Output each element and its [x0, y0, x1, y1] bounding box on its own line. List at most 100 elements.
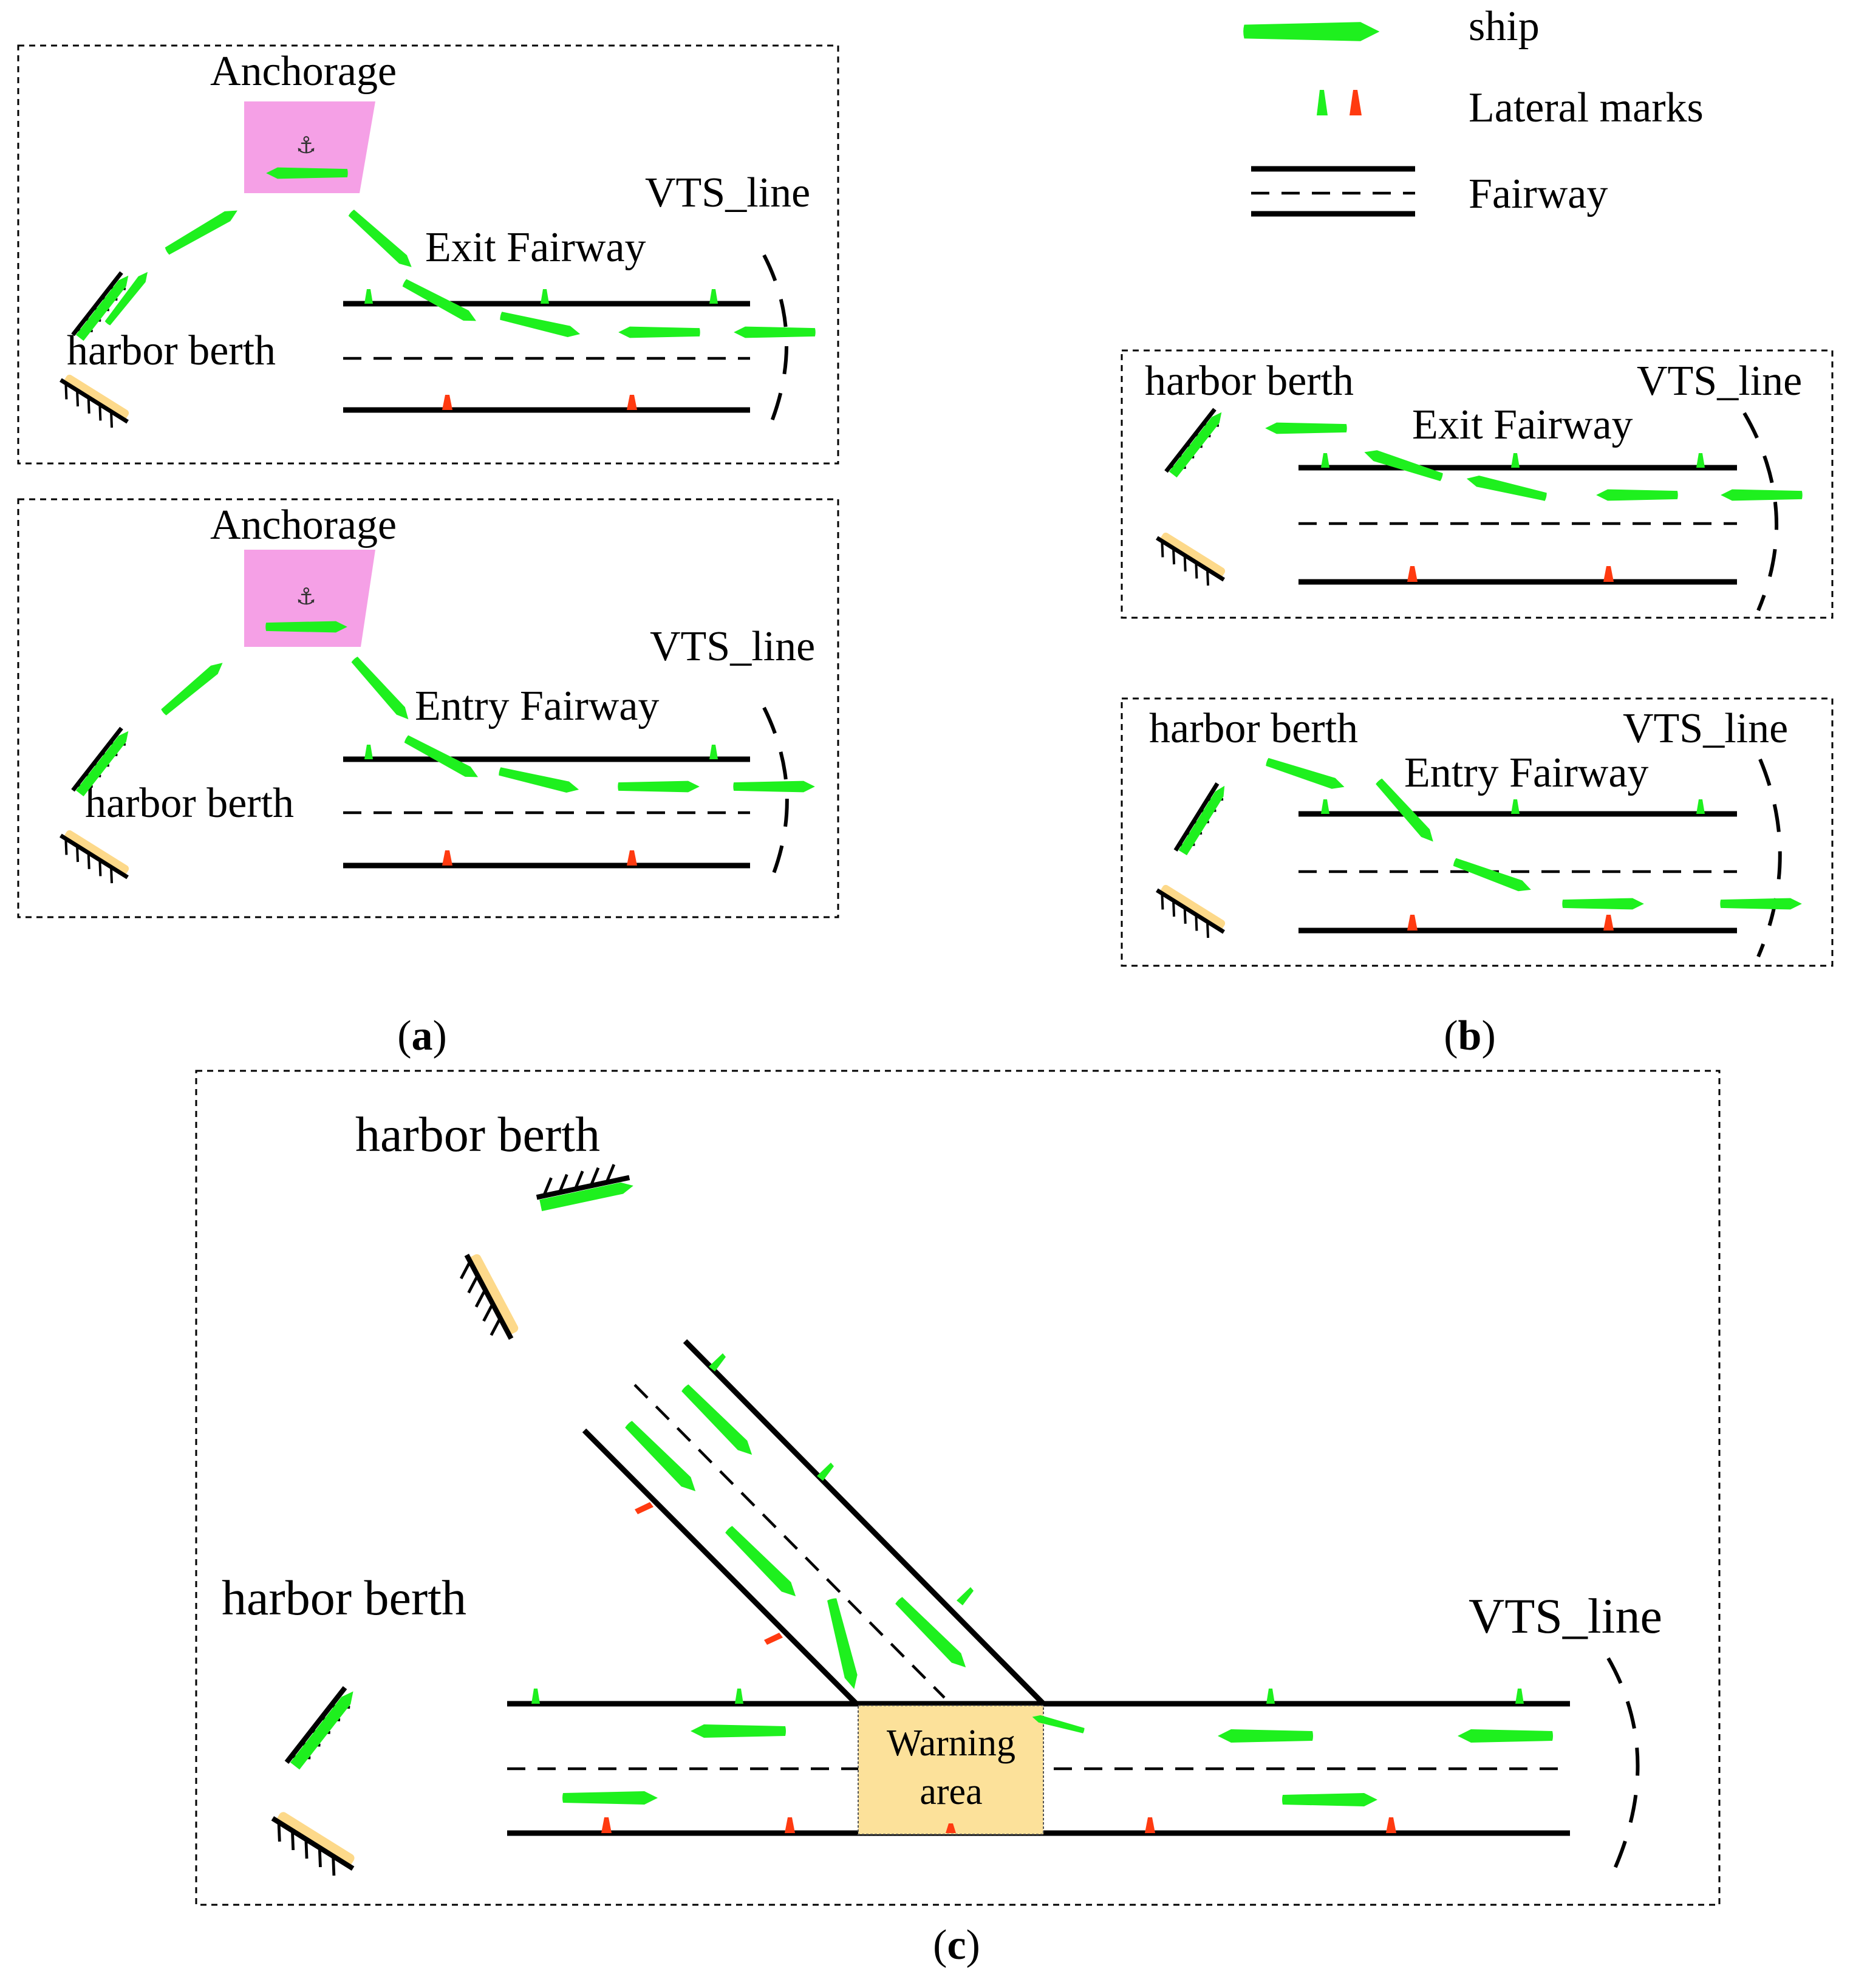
ship-icon [539, 1182, 633, 1211]
warning-area-line2: area [920, 1771, 982, 1812]
berth-yellow [1150, 884, 1229, 943]
ship-icon [1169, 412, 1222, 478]
caption-c: (c) [933, 1922, 980, 1969]
caption-b: (b) [1444, 1013, 1496, 1059]
ship-icon [350, 655, 413, 723]
ship-icon [1562, 898, 1644, 910]
legend: ship Lateral marks Fairway [1243, 3, 1704, 217]
ship-icon [1264, 756, 1346, 793]
green-lateral-mark [1321, 453, 1329, 468]
red-lateral-mark [442, 850, 452, 866]
panel-a-top-anchorage-label: Anchorage [210, 48, 397, 95]
panel-a-bottom-frame [17, 498, 839, 918]
legend-fairway-label: Fairway [1469, 171, 1608, 217]
red-lateral-mark [1603, 566, 1614, 582]
panel-a-top-berth-label: harbor berth [67, 327, 276, 374]
ship-icon [691, 1724, 786, 1738]
red-lateral-mark [1603, 915, 1614, 931]
red-lateral-mark [635, 1502, 653, 1514]
panel-a-bottom-fairway-name: Entry Fairway [415, 683, 659, 729]
green-lateral-mark [1696, 799, 1705, 814]
panel-c: harbor berth harbor berth VTS_line [195, 1070, 1721, 1906]
warning-area-line1: Warning [887, 1723, 1015, 1764]
berth-yellow [452, 1249, 519, 1346]
red-lateral-mark [1407, 915, 1418, 931]
ship-icon [499, 310, 582, 340]
ship-icon [893, 1595, 971, 1672]
ship-icon [347, 208, 415, 272]
panel-b-bottom: harbor berth VTS_line Entry Fairway [1121, 697, 1834, 967]
berth-yellow [1150, 532, 1229, 591]
anchor-icon: ⚓ [296, 132, 316, 159]
green-lateral-mark [1511, 453, 1520, 468]
ship-icon [75, 275, 129, 341]
green-lateral-mark [364, 289, 373, 304]
berth-black [1176, 782, 1230, 857]
vts-line [762, 254, 788, 436]
panel-b-bottom-frame [1121, 697, 1834, 967]
ship-icon [1458, 1729, 1553, 1743]
red-lateral-mark [1386, 1817, 1396, 1833]
ship-track [562, 1382, 1553, 1806]
panel-a-bottom-berth-label: harbor berth [85, 780, 294, 827]
panel-a-bottom-vts-label: VTS_line [650, 623, 815, 670]
green-lateral-mark [957, 1587, 974, 1605]
legend-ship-label: ship [1469, 3, 1540, 50]
ship-icon [497, 765, 581, 796]
ship-icon [1362, 446, 1444, 483]
green-lateral-mark [1696, 453, 1705, 468]
panel-c-frame [195, 1070, 1721, 1906]
panel-b-bottom-berth-label: harbor berth [1149, 705, 1358, 752]
berth-yellow [264, 1812, 359, 1882]
green-lateral-mark [709, 289, 718, 304]
ship-icon [1721, 489, 1803, 501]
panel-a-top-frame [17, 44, 839, 465]
vts-line [1756, 758, 1782, 958]
green-lateral-mark [709, 745, 718, 759]
berth-yellow [53, 374, 132, 433]
branch-fairway-center-line [633, 1384, 946, 1699]
green-lateral-mark [1321, 799, 1329, 814]
panel-a-top-fairway-name: Exit Fairway [425, 224, 646, 271]
vts-line [762, 706, 789, 888]
green-lateral-mark [1511, 799, 1520, 814]
red-lateral-mark [601, 1817, 612, 1833]
legend-lateral-marks-icon [1317, 90, 1362, 115]
green-lateral-mark [1266, 1689, 1275, 1704]
panel-b-top-fairway-name: Exit Fairway [1412, 401, 1633, 448]
berth-black [73, 726, 133, 798]
branch-fairway-right-edge [683, 1339, 1046, 1706]
panel-b-top-frame [1121, 349, 1834, 619]
berth-black [73, 271, 133, 343]
panel-c-berth-left-label: harbor berth [222, 1570, 466, 1625]
caption-a: (a) [397, 1013, 447, 1059]
legend-lateral-marks-label: Lateral marks [1469, 84, 1704, 131]
red-lateral-mark [764, 1633, 783, 1645]
vts-line [1606, 1657, 1640, 1884]
green-lateral-mark [541, 289, 549, 304]
ship-icon [723, 1524, 800, 1601]
ship-icon [733, 781, 815, 793]
panel-b-bottom-vts-label: VTS_line [1623, 705, 1788, 752]
panel-b-top-berth-label: harbor berth [1145, 358, 1354, 405]
panel-a-bottom-anchorage-label: Anchorage [210, 502, 397, 548]
vts-line [1742, 412, 1779, 612]
ship-icon [75, 731, 129, 797]
red-lateral-mark [627, 395, 637, 410]
green-lateral-mark [817, 1463, 834, 1481]
red-lateral-mark [785, 1817, 795, 1833]
red-lateral-mark [1145, 1817, 1155, 1833]
ship-icon [1178, 785, 1225, 856]
green-lateral-mark [709, 1353, 726, 1371]
panel-a-bottom: Anchorage ⚓ VTS_line Entry Fairway harbo… [17, 498, 839, 918]
ship-icon [680, 1382, 757, 1460]
ship-icon [1452, 856, 1534, 895]
ship-icon [163, 205, 241, 257]
red-lateral-mark [442, 395, 452, 410]
ship-icon [1265, 422, 1347, 434]
anchor-icon: ⚓ [296, 583, 316, 610]
ship-icon [290, 1691, 353, 1770]
ship-icon [160, 658, 227, 717]
panel-a-top: Anchorage ⚓ VTS_line Exit Fairway harbor… [17, 44, 839, 465]
